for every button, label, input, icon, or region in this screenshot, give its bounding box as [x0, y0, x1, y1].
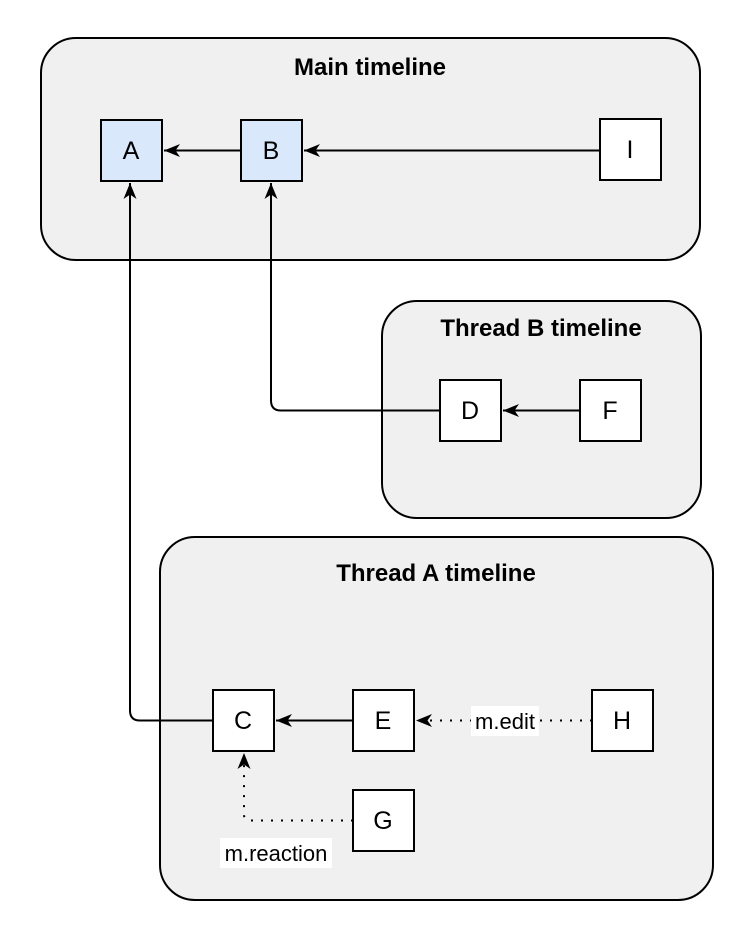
- edge-c-to-a: [123, 183, 213, 722]
- node-a-label: A: [123, 137, 140, 165]
- node-d-label: D: [461, 397, 479, 425]
- edge-label-m-edit-bg: [471, 706, 539, 736]
- node-c-box: [212, 689, 275, 752]
- node-g: G: [352, 789, 415, 852]
- node-b-label: B: [263, 137, 280, 165]
- container-thread-a-timeline: Thread A timeline: [159, 536, 714, 901]
- node-c: C: [212, 689, 275, 752]
- node-a-box: [100, 119, 163, 182]
- container-main-timeline: Main timeline: [40, 37, 701, 261]
- node-f-label: F: [602, 397, 617, 425]
- node-h: H: [591, 689, 654, 752]
- node-i: I: [599, 118, 662, 181]
- node-c-label: C: [234, 707, 252, 735]
- node-a: A: [100, 119, 163, 182]
- container-thread-a-timeline-box: [159, 536, 714, 901]
- edge-d-to-b: [264, 183, 440, 412]
- node-g-label: G: [373, 807, 392, 835]
- edge-label-m-edit-text: m.edit: [475, 709, 535, 734]
- container-main-timeline-title: Main timeline: [294, 54, 446, 81]
- edge-label-m-reaction-text: m.reaction: [225, 841, 328, 866]
- node-f: F: [579, 379, 642, 442]
- node-e-box: [352, 689, 415, 752]
- node-f-box: [579, 379, 642, 442]
- node-e: E: [352, 689, 415, 752]
- node-g-box: [352, 789, 415, 852]
- node-h-box: [591, 689, 654, 752]
- container-thread-b-timeline-title: Thread B timeline: [440, 315, 641, 342]
- container-main-timeline-box: [40, 37, 701, 261]
- node-e-label: E: [375, 707, 392, 735]
- edge-label-m-reaction-bg: [220, 838, 332, 868]
- node-d: D: [439, 379, 502, 442]
- node-h-label: H: [613, 707, 631, 735]
- edge-label-m-edit: m.edit: [471, 706, 539, 736]
- node-i-box: [599, 118, 662, 181]
- node-b: B: [240, 119, 303, 182]
- node-i-label: I: [627, 136, 634, 164]
- edge-label-m-reaction: m.reaction: [220, 838, 332, 868]
- node-b-box: [240, 119, 303, 182]
- container-thread-a-timeline-title: Thread A timeline: [336, 560, 536, 587]
- node-d-box: [439, 379, 502, 442]
